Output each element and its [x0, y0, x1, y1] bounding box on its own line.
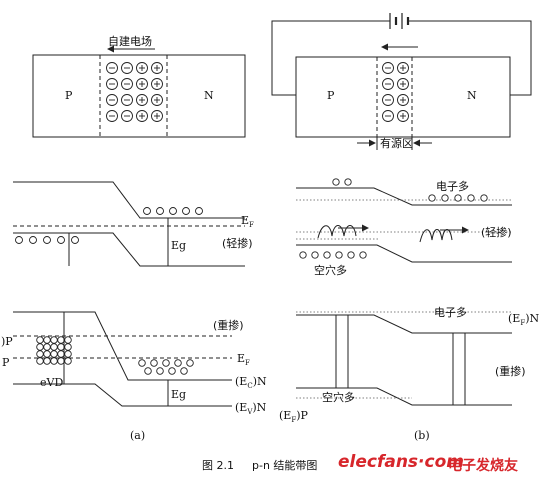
fermi-label: EF: [241, 214, 254, 229]
heavy-doping-label: (重掺): [213, 318, 244, 332]
figure-label-a: (a): [130, 429, 145, 442]
n-region-label-biased: N: [467, 89, 477, 102]
valence-band-edge: [13, 232, 245, 267]
band-diagram-b-heavy: 电子多 (EF)N (重掺) 空穴多 (EF)P (b): [279, 305, 539, 442]
ev-n-label: (EV)N: [235, 401, 267, 416]
efn-label: (EF)N: [508, 312, 539, 327]
electrons-n-heavy: [138, 359, 194, 375]
recombination-arcs: [317, 224, 469, 243]
caption-number: 图 2.1: [202, 459, 234, 472]
figure-label-b: (b): [414, 429, 430, 442]
watermark-brand: 电子发烧友: [448, 458, 518, 474]
depletion-charges: [106, 62, 163, 122]
active-region-label: 有源区: [380, 136, 413, 150]
ec-n-label: (EC)N: [235, 375, 267, 390]
valence-band-edge-heavy: [13, 383, 232, 407]
light-doping-label: (轻掺): [222, 236, 253, 250]
built-in-field-label: 自建电场: [108, 34, 152, 48]
electrons-b-light: [332, 178, 488, 202]
n-region-label: N: [204, 89, 214, 102]
p-region-label: P: [65, 89, 73, 102]
band-diagram-a-heavy: )P P eVD Eg EF (EC)N (EV)N (重掺) (a): [1, 311, 267, 442]
conduction-band-b-heavy: [296, 314, 512, 334]
electron-rich-label-heavy: 电子多: [434, 305, 467, 319]
conduction-band-edge: [13, 181, 245, 219]
p-mark-label: P: [2, 356, 10, 369]
valence-band-b: [296, 244, 512, 263]
electrons-n-side: [143, 207, 203, 215]
light-doping-label-b: (轻掺): [481, 225, 512, 239]
junction-block-left: 自建电场 P N: [32, 34, 246, 138]
junction-block-right: P N 有源区: [271, 13, 532, 150]
efp-label: )P: [1, 335, 13, 348]
holes-p-heavy: [36, 336, 72, 365]
efp-label-b: (EF)P: [279, 409, 308, 424]
hole-rich-label: 空穴多: [314, 263, 347, 277]
holes-b-light: [299, 251, 367, 259]
bandgap-label-heavy: Eg: [171, 388, 186, 401]
watermark-site: elecfans·com: [338, 452, 464, 472]
circuit-wire-left: [271, 20, 390, 96]
p-region-label-biased: P: [327, 89, 335, 102]
hole-rich-label-heavy: 空穴多: [322, 390, 355, 404]
battery-symbol: [389, 13, 410, 29]
conduction-band-edge-heavy: [13, 311, 232, 381]
circuit-wire-right: [408, 20, 532, 96]
band-diagram-a-light: Eg EF (轻掺): [13, 181, 254, 267]
heavy-doping-label-b: (重掺): [495, 364, 526, 378]
caption-text: p-n 结能带图: [252, 458, 317, 472]
electron-rich-label: 电子多: [436, 179, 469, 193]
bandgap-label: Eg: [171, 239, 186, 252]
fermi-label-heavy: EF: [237, 352, 250, 367]
evd-label: eVD: [40, 376, 63, 389]
conduction-band-b: [296, 187, 512, 206]
holes-p-side: [15, 236, 79, 244]
band-diagram-b-light: 电子多 空穴多 (轻掺): [296, 178, 512, 277]
